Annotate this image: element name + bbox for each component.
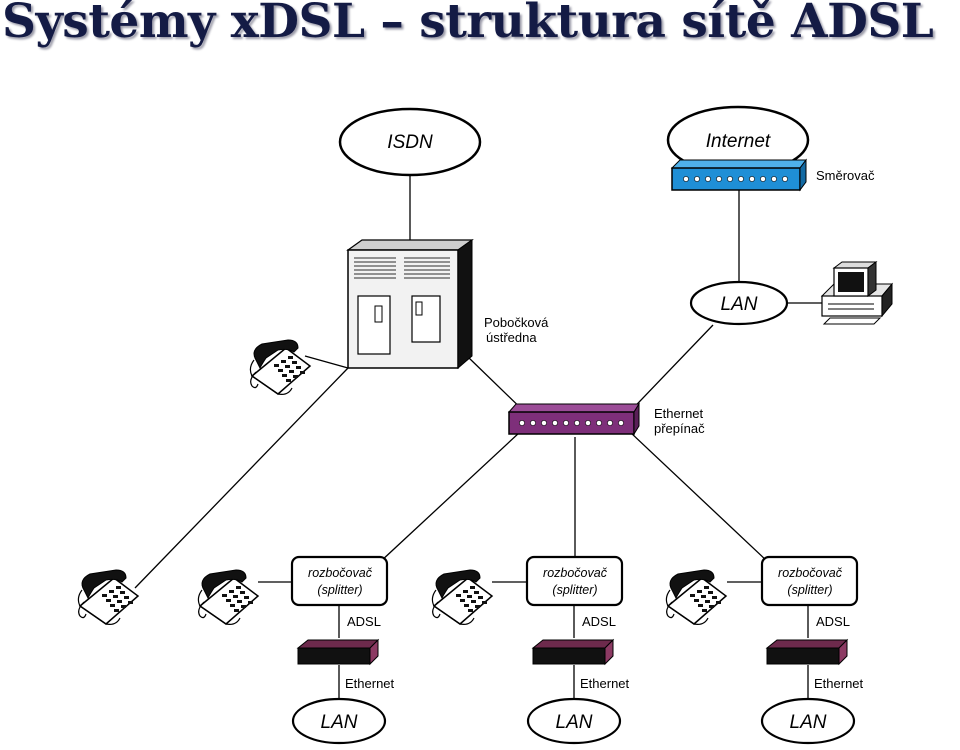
adsl-label: ADSL (347, 614, 381, 629)
ethernet-label: Ethernet (814, 676, 864, 691)
adsl-modem-icon (532, 639, 614, 665)
lan-bottom-label: LAN (790, 712, 827, 733)
splitter-label-line1: rozbočovač (543, 566, 608, 580)
splitter-box: rozbočovač (splitter) (525, 555, 624, 607)
router-icon (670, 158, 807, 192)
phone-icon (77, 569, 139, 626)
router-label: Směrovač (816, 168, 875, 183)
lan-bottom-cloud: LAN (291, 697, 387, 745)
splitter-label-line2: (splitter) (552, 583, 597, 597)
internet-label: Internet (706, 131, 771, 152)
internet-cloud: Internet (666, 105, 810, 175)
ethernet-label: Ethernet (580, 676, 630, 691)
splitter-label-line1: rozbočovač (778, 566, 843, 580)
phone-icon (431, 569, 493, 626)
lan-bottom-cloud: LAN (526, 697, 622, 745)
page-title: Systémy xDSL – struktura sítě ADSL (2, 0, 934, 49)
connection-lines (134, 175, 822, 698)
ethernet-switch-icon (507, 402, 640, 436)
switch-label-line2: přepínač (654, 421, 705, 436)
ethernet-label: Ethernet (345, 676, 395, 691)
lan-top-label: LAN (721, 294, 758, 315)
adsl-label: ADSL (816, 614, 850, 629)
switch-label-line1: Ethernet (654, 406, 704, 421)
lan-bottom-label: LAN (321, 712, 358, 733)
lan-top-cloud: LAN (689, 280, 789, 326)
pbx-phone-icon (249, 339, 311, 396)
lan-bottom-label: LAN (556, 712, 593, 733)
phone-icon (665, 569, 727, 626)
splitter-box: rozbočovač (splitter) (290, 555, 389, 607)
adsl-label: ADSL (582, 614, 616, 629)
splitter-label-line1: rozbočovač (308, 566, 373, 580)
isdn-cloud: ISDN (338, 107, 482, 177)
pbx-label-line1: Pobočková (484, 315, 549, 330)
isdn-label: ISDN (387, 132, 433, 153)
pbx-label-line2: ústředna (486, 330, 537, 345)
adsl-modem-icon (766, 639, 848, 665)
lan-bottom-cloud: LAN (760, 697, 856, 745)
pbx-cabinet-icon (346, 239, 474, 370)
phone-icon (197, 569, 259, 626)
splitter-label-line2: (splitter) (787, 583, 832, 597)
splitter-label-line2: (splitter) (317, 583, 362, 597)
computer-icon (820, 261, 894, 325)
adsl-modem-icon (297, 639, 379, 665)
splitter-box: rozbočovač (splitter) (760, 555, 859, 607)
